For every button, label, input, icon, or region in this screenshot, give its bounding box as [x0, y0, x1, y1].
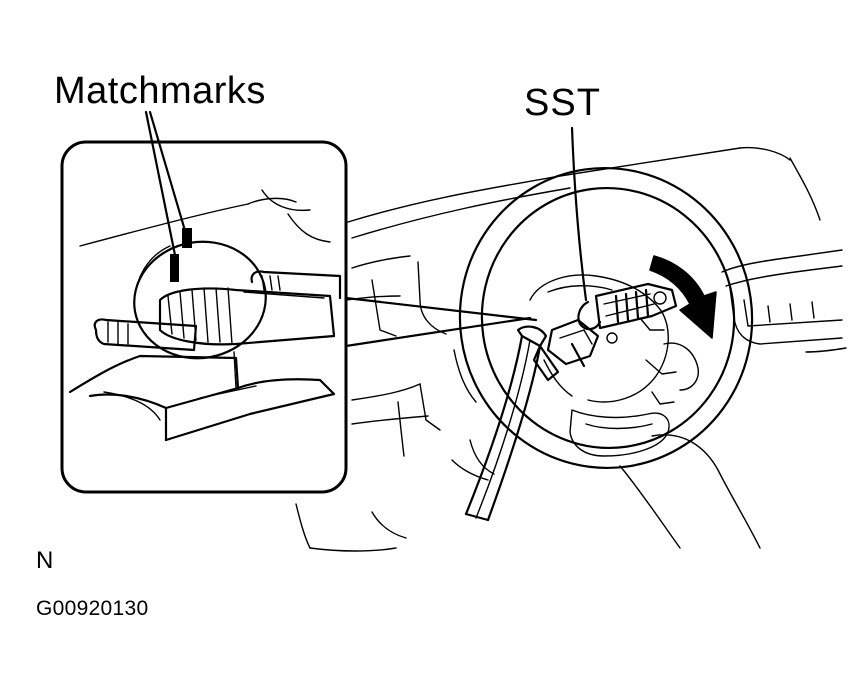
wrench-handle — [464, 325, 548, 522]
sst-leader-line — [570, 126, 588, 302]
curved-arrow-clockwise-icon — [649, 255, 717, 339]
sst-tool — [532, 282, 678, 382]
matchmark-lower — [170, 254, 179, 282]
matchmarks-label: Matchmarks — [54, 70, 266, 112]
dashboard-outline — [295, 146, 847, 552]
steering-wheel — [453, 166, 754, 470]
figure-id-label: G00920130 — [36, 597, 149, 620]
matchmark-upper — [182, 228, 192, 248]
view-code-label: N — [36, 547, 54, 574]
sst-label: SST — [524, 82, 601, 124]
callout-lines — [344, 296, 538, 348]
inset-detail-frame — [60, 140, 348, 494]
matchmarks-leader-lines — [144, 110, 188, 262]
